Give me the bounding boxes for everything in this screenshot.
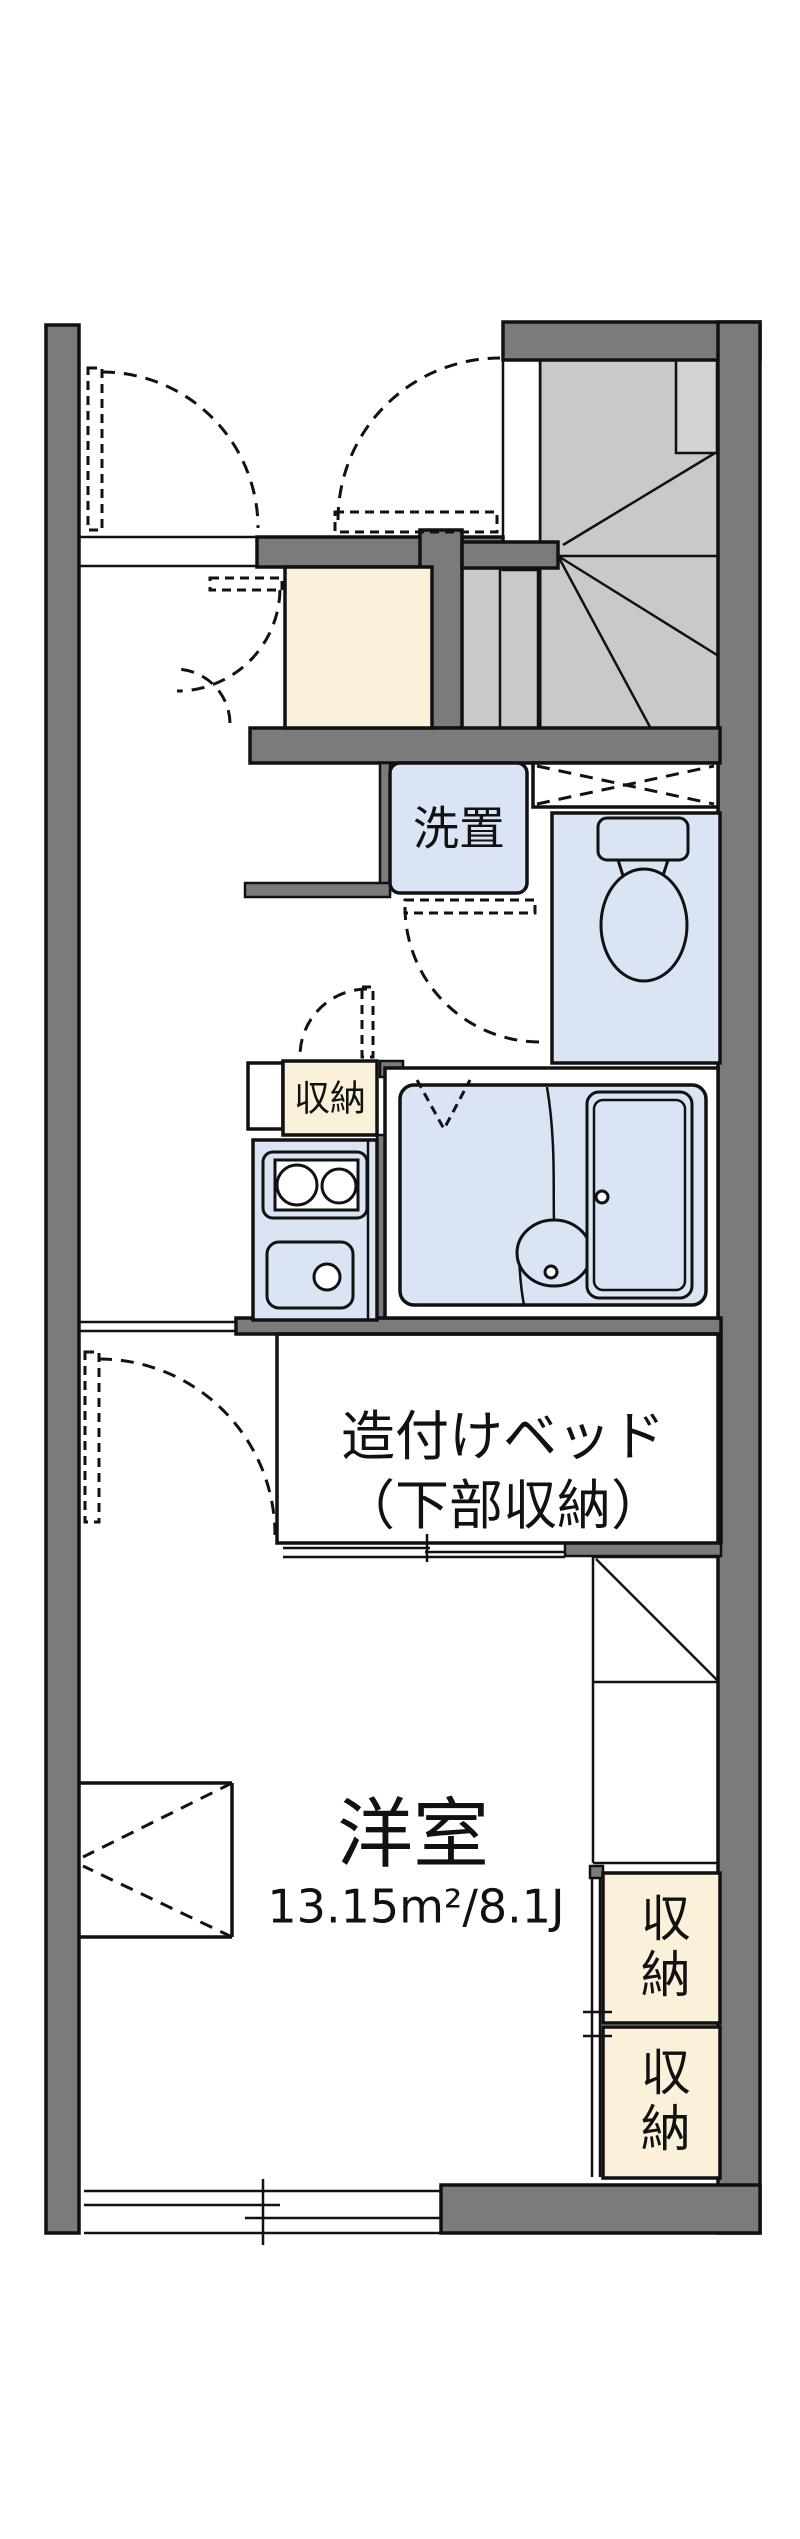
- closet-lower-label: 収納: [632, 2046, 691, 2158]
- door-leaf-storage: [360, 985, 375, 1059]
- laundry-space-box: [388, 761, 529, 895]
- bathtub: [585, 1090, 694, 1300]
- door-leaf-room: [83, 1350, 101, 1524]
- door-swing-room: [98, 1357, 277, 1536]
- bathtub-handle: [594, 1189, 610, 1205]
- burner-right: [320, 1167, 358, 1205]
- door-leaf-entrance: [333, 510, 499, 534]
- balcony-window: [84, 2179, 441, 2245]
- door-swing-toilet: [403, 906, 541, 1044]
- room-area-label: 13.15m²/8.1J: [267, 1879, 565, 1934]
- kitchen-storage-label: 収納: [293, 1078, 367, 1120]
- door-swing-entrance: [336, 356, 501, 521]
- closet-lower-box: [601, 2025, 722, 2180]
- closets: [583, 1871, 722, 2180]
- kitchen-storage-box: [281, 1059, 379, 1137]
- door-swing-hall-left: [101, 370, 260, 529]
- kitchen-side-box: [246, 1061, 285, 1131]
- closet-upper-label: 収納: [632, 1892, 691, 2004]
- wall-bottom: [439, 2183, 762, 2235]
- entrance-floor: [283, 565, 434, 730]
- door-swing-storage: [298, 987, 368, 1057]
- door-leaf-toilet: [403, 898, 537, 915]
- bed-label-line1: 造付けベッド: [341, 1404, 665, 1468]
- corner-shelf: [591, 1555, 718, 1865]
- bathroom: [383, 1066, 720, 1320]
- laundry-label: 洗置: [413, 801, 505, 856]
- toilet-room: [550, 811, 722, 1065]
- upper-cabinet-box: [531, 761, 720, 809]
- wall-right: [716, 320, 762, 2235]
- bed-label-line2: （下部収納）: [341, 1473, 665, 1537]
- door-swing-washroom-b: [175, 667, 232, 724]
- stair-landing-box: [674, 358, 719, 455]
- door-swing-washroom-a: [176, 589, 282, 693]
- toilet-tank: [596, 816, 690, 862]
- hall-opening: [79, 535, 257, 1333]
- room-name-label: 洋室: [337, 1789, 489, 1879]
- walls: [44, 320, 762, 2235]
- burner-left: [275, 1163, 319, 1207]
- wall-left: [44, 323, 81, 2235]
- toilet-bowl: [599, 867, 689, 983]
- door-leaf-hall-left: [86, 366, 104, 532]
- doors: [83, 356, 541, 1536]
- door-leaf-washroom: [208, 576, 284, 592]
- built-in-bed: [275, 1332, 723, 1562]
- side-window: [79, 1781, 234, 1939]
- closet-upper-box: [601, 1871, 722, 2025]
- sink: [265, 1240, 355, 1310]
- sink-drain: [312, 1262, 342, 1292]
- kitchen: [246, 1059, 379, 1322]
